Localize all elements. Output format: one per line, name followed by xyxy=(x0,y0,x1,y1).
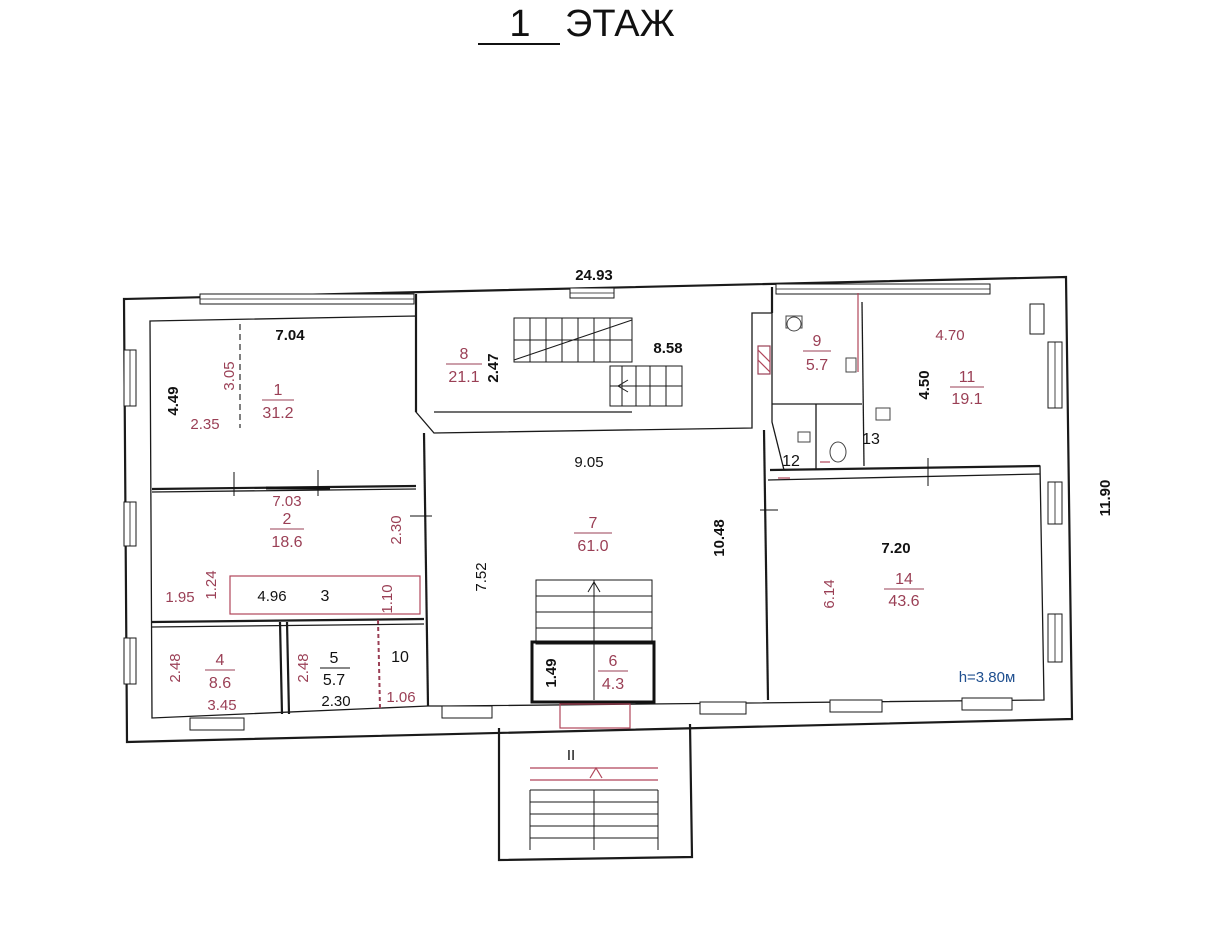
room-12-number: 12 xyxy=(782,453,800,470)
room-3-number: 3 xyxy=(321,588,330,605)
room-2-number: 2 xyxy=(283,511,292,528)
ceiling-height-note: h=3.80м xyxy=(959,669,1016,686)
room-3-dim-c: 1.10 xyxy=(379,584,396,613)
room-7-area: 61.0 xyxy=(577,538,608,555)
room-8-dim-a: 2.47 xyxy=(485,353,502,382)
room-11-area: 19.1 xyxy=(951,391,982,408)
room-7-width: 9.05 xyxy=(574,454,603,471)
room-14-number: 14 xyxy=(895,571,913,588)
room-5-depth: 2.48 xyxy=(295,653,312,682)
outer-walls xyxy=(122,275,1074,862)
room-5-width: 2.30 xyxy=(321,693,350,710)
room-1-depth: 4.49 xyxy=(165,386,182,415)
room-4-width: 3.45 xyxy=(207,697,236,714)
room-4: 2.48 3.45 4 8.6 xyxy=(167,652,237,714)
room-4-depth: 2.48 xyxy=(167,653,184,682)
room-8-area: 21.1 xyxy=(448,369,479,386)
room-5-area: 5.7 xyxy=(323,672,345,689)
room-4-number: 4 xyxy=(216,652,225,669)
entrance-stair: II xyxy=(529,703,659,850)
room-2-width: 7.03 xyxy=(272,493,301,510)
room-3-dim-a: 1.24 xyxy=(203,570,220,599)
room-11-width: 4.70 xyxy=(935,327,964,344)
room-1-dim-b: 2.35 xyxy=(190,416,219,433)
room-9: 9 5.7 xyxy=(803,333,831,374)
room-2-area: 18.6 xyxy=(271,534,302,551)
room-7: 9.05 7.52 10.48 7 61.0 xyxy=(473,454,728,592)
room-3-dim-b: 1.95 xyxy=(165,589,194,606)
stair-label: II xyxy=(567,747,575,764)
room-7-dim-b: 10.48 xyxy=(711,519,728,557)
partitions xyxy=(229,293,929,709)
room-8-dim-b: 8.58 xyxy=(653,340,682,357)
room-9-area: 5.7 xyxy=(806,357,828,374)
room-14-width: 7.20 xyxy=(881,540,910,557)
room-6-dim: 1.49 xyxy=(543,658,560,687)
room-5: 2.48 2.30 5 5.7 xyxy=(295,650,351,710)
overall-width: 24.93 xyxy=(575,267,613,284)
room-4-area: 8.6 xyxy=(209,675,231,692)
room-6: 1.49 6 4.3 xyxy=(543,653,628,693)
room-14: 7.20 6.14 14 43.6 xyxy=(821,540,924,610)
room-8-number: 8 xyxy=(460,346,469,363)
room-8: 2.47 8.58 8 21.1 xyxy=(446,340,683,386)
room-14-depth: 6.14 xyxy=(821,579,838,608)
room-3-width: 4.96 xyxy=(257,588,286,605)
room-1-dim-a: 3.05 xyxy=(221,361,238,390)
room-1-number: 1 xyxy=(274,382,283,399)
floor-number: 1 xyxy=(509,3,530,45)
sanitary-fixtures xyxy=(785,315,891,463)
room-10-width: 1.06 xyxy=(386,689,415,706)
room-9-number: 9 xyxy=(813,333,822,350)
floor-title: 1 ЭТАЖ xyxy=(478,3,675,45)
room-11: 4.70 4.50 11 19.1 xyxy=(916,327,984,408)
room-11-depth: 4.50 xyxy=(916,370,933,399)
room-1-area: 31.2 xyxy=(262,405,293,422)
room-11-number: 11 xyxy=(959,369,976,386)
room-13-number: 13 xyxy=(862,431,880,448)
room-2-depth: 2.30 xyxy=(388,515,405,544)
room-1: 7.04 4.49 3.05 2.35 1 31.2 xyxy=(165,327,305,433)
room-14-area: 43.6 xyxy=(888,593,919,610)
room-10: 10 1.06 xyxy=(386,649,415,706)
stair-room-8 xyxy=(513,317,683,407)
windows xyxy=(123,283,1063,731)
stair-room-6 xyxy=(530,579,656,704)
overall-depth: 11.90 xyxy=(1097,480,1114,517)
room-10-number: 10 xyxy=(391,649,409,666)
floor-label: ЭТАЖ xyxy=(565,3,675,45)
room-3: 4.96 1.24 1.95 1.10 3 xyxy=(165,570,396,613)
room-7-number: 7 xyxy=(589,515,598,532)
room-7-dim-a: 7.52 xyxy=(473,562,490,591)
room-2: 7.03 2.30 2 18.6 xyxy=(270,493,405,551)
room-6-area: 4.3 xyxy=(602,676,624,693)
room-6-number: 6 xyxy=(609,653,618,670)
room-5-number: 5 xyxy=(330,650,339,667)
room-1-width: 7.04 xyxy=(275,327,305,344)
